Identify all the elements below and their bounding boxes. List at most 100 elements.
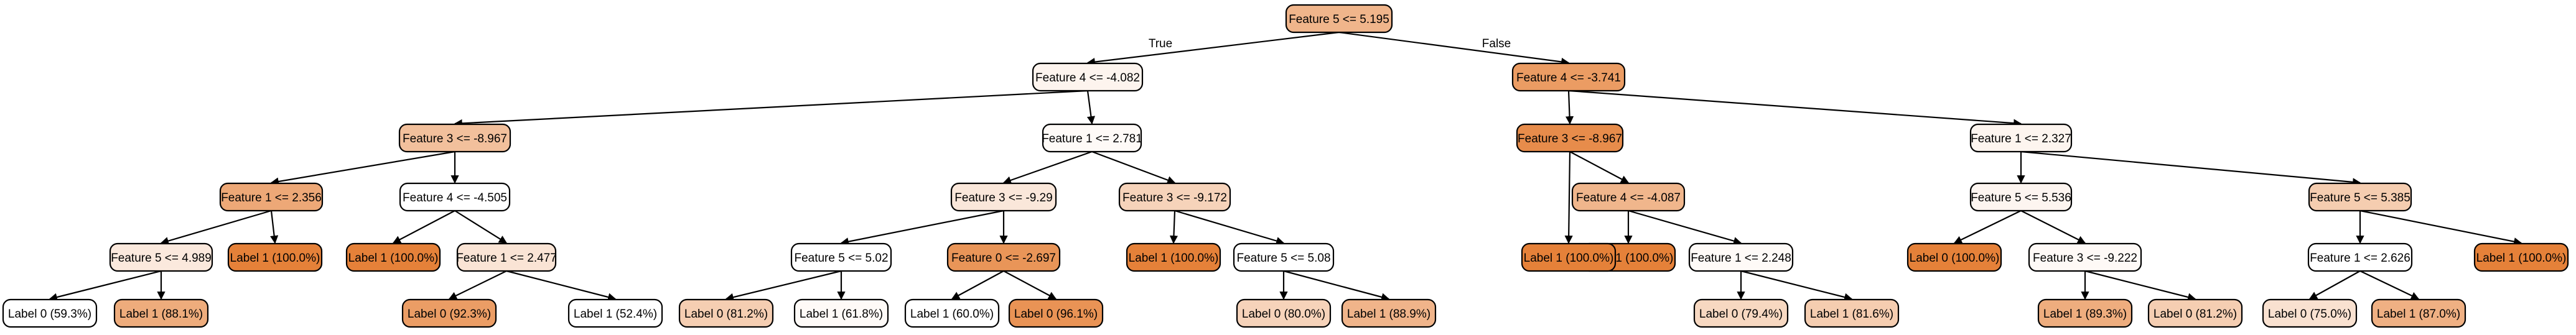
- tree-node-n18: Feature 5 <= 5.02: [790, 242, 892, 272]
- edge-line: [49, 270, 162, 301]
- node-label: Feature 5 <= 5.08: [1236, 252, 1330, 265]
- edge-n0-n2: False: [1338, 31, 1570, 66]
- edge-n4-n10: [1091, 150, 1176, 184]
- edge-n2-n5: [1565, 90, 1574, 125]
- edge-line: [1086, 90, 1095, 125]
- tree-node-n5: Feature 3 <= -8.967: [1516, 123, 1624, 153]
- tree-node-n11: Feature 4 <= -4.087: [1571, 182, 1686, 212]
- tree-node-n39: Label 0 (79.4%): [1693, 298, 1789, 328]
- node-label: Label 1 (100.0%): [348, 252, 439, 265]
- node-label: Label 1 (52.4%): [574, 308, 657, 321]
- node-label: Feature 1 <= 2.477: [456, 252, 557, 265]
- node-label: Label 0 (59.3%): [8, 308, 91, 321]
- node-box: [1233, 242, 1335, 272]
- tree-node-n6: Feature 1 <= 2.327: [1969, 123, 2073, 153]
- node-label: Label 1 (87.0%): [2377, 308, 2460, 321]
- edge-n1-n3: [454, 89, 1088, 127]
- tree-node-n24: Feature 1 <= 2.248: [1688, 242, 1794, 272]
- edge-line: [2020, 150, 2361, 186]
- node-label: Label 1 (81.6%): [1810, 308, 1893, 321]
- edges: True False: [49, 31, 2522, 301]
- tree-node-n3: Feature 3 <= -8.967: [398, 123, 511, 153]
- tree-node-n7: Feature 1 <= 2.356: [219, 182, 324, 212]
- edge-line: [2308, 270, 2361, 300]
- tree-node-n27: Feature 1 <= 2.626: [2307, 242, 2413, 272]
- tree-node-n19: Feature 0 <= -2.697: [946, 242, 1061, 272]
- node-label: Label 0 (92.3%): [408, 308, 491, 321]
- edge-n27-n44: [2359, 270, 2420, 300]
- edge-n1-n4: [1086, 90, 1095, 125]
- node-label: Feature 3 <= -8.967: [1518, 132, 1622, 145]
- node-box: [2037, 298, 2133, 328]
- node-box: [2308, 182, 2412, 212]
- tree-node-n33: Label 0 (81.2%): [678, 298, 774, 328]
- edge-line: [270, 150, 455, 186]
- tree-node-n41: Label 1 (89.3%): [2037, 298, 2133, 328]
- edge-n21-n38: [1283, 270, 1390, 301]
- edge-n3-n7: [270, 150, 455, 186]
- edge-line: [1002, 150, 1093, 185]
- tree-node-n14: Feature 5 <= 4.989: [109, 242, 213, 272]
- edge-line: [2020, 210, 2086, 244]
- node-box: [1511, 62, 1626, 92]
- edge-line: [2359, 209, 2522, 246]
- node-box: [2473, 242, 2569, 272]
- node-label: Feature 4 <= -4.505: [403, 191, 507, 204]
- edge-n19-n36: [1003, 270, 1057, 300]
- node-label: Feature 1 <= 2.781: [1042, 132, 1142, 145]
- node-box: [1693, 298, 1789, 328]
- node-label: Feature 5 <= 5.536: [1971, 191, 2071, 204]
- tree-node-n29: Label 0 (59.3%): [2, 298, 98, 328]
- tree-node-n37: Label 0 (80.0%): [1236, 298, 1332, 328]
- node-label: Feature 5 <= 5.385: [2310, 191, 2410, 204]
- tree-node-n44: Label 1 (87.0%): [2371, 298, 2466, 328]
- edge-line: [1740, 270, 1853, 301]
- edge-line: [1169, 210, 1178, 244]
- node-box: [1969, 123, 2073, 153]
- edge-line: [1628, 209, 1742, 246]
- edge-n13-n28: [2359, 209, 2522, 246]
- edge-line: [1003, 270, 1057, 300]
- edge-n9-n18: [840, 209, 1004, 246]
- edge-line: [951, 270, 1004, 300]
- tree-node-n20: Label 1 (100.0%): [1126, 242, 1221, 272]
- edge-n10-n21: [1174, 209, 1285, 245]
- node-label: Feature 1 <= 2.248: [1691, 252, 1791, 265]
- branch-label-true: True: [1149, 37, 1172, 50]
- node-box: [345, 242, 441, 272]
- node-label: Label 0 (100.0%): [1910, 252, 2000, 265]
- node-label: Feature 3 <= -8.967: [403, 132, 507, 145]
- tree-node-n8: Feature 4 <= -4.505: [399, 182, 511, 212]
- node-box: [1008, 298, 1104, 328]
- node-label: Label 1 (61.8%): [800, 308, 883, 321]
- tree-node-n1: Feature 4 <= -4.082: [1032, 62, 1144, 92]
- edge-line: [506, 270, 617, 301]
- tree-node-n34: Label 1 (61.8%): [793, 298, 889, 328]
- edge-n8-n17: [454, 210, 508, 244]
- edge-line: [454, 89, 1088, 127]
- tree-node-n32: Label 1 (52.4%): [567, 298, 663, 328]
- node-box: [1906, 242, 2002, 272]
- node-label: Label 1 (88.9%): [1347, 308, 1430, 321]
- tree-node-n13: Feature 5 <= 5.385: [2308, 182, 2412, 212]
- node-box: [2262, 298, 2358, 328]
- edge-line: [2084, 270, 2196, 301]
- node-box: [1688, 242, 1794, 272]
- node-label: Feature 4 <= -3.741: [1516, 71, 1621, 85]
- edge-line: [454, 210, 508, 244]
- edge-line: [1086, 31, 1340, 67]
- node-box: [113, 298, 209, 328]
- tree-node-n36: Label 0 (96.1%): [1008, 298, 1104, 328]
- tree-node-n0: Feature 5 <= 5.195: [1285, 4, 1393, 34]
- edge-n10-n20: [1169, 210, 1178, 244]
- edge-line: [1091, 150, 1176, 184]
- tree-node-n9: Feature 3 <= -9.29: [950, 182, 1057, 212]
- node-label: Label 0 (75.0%): [2268, 308, 2351, 321]
- edge-line: [840, 209, 1004, 246]
- edge-n8-n16: [392, 210, 455, 244]
- node-box: [399, 182, 511, 212]
- node-label: Label 1 (100.0%): [230, 252, 320, 265]
- node-box: [1341, 298, 1437, 328]
